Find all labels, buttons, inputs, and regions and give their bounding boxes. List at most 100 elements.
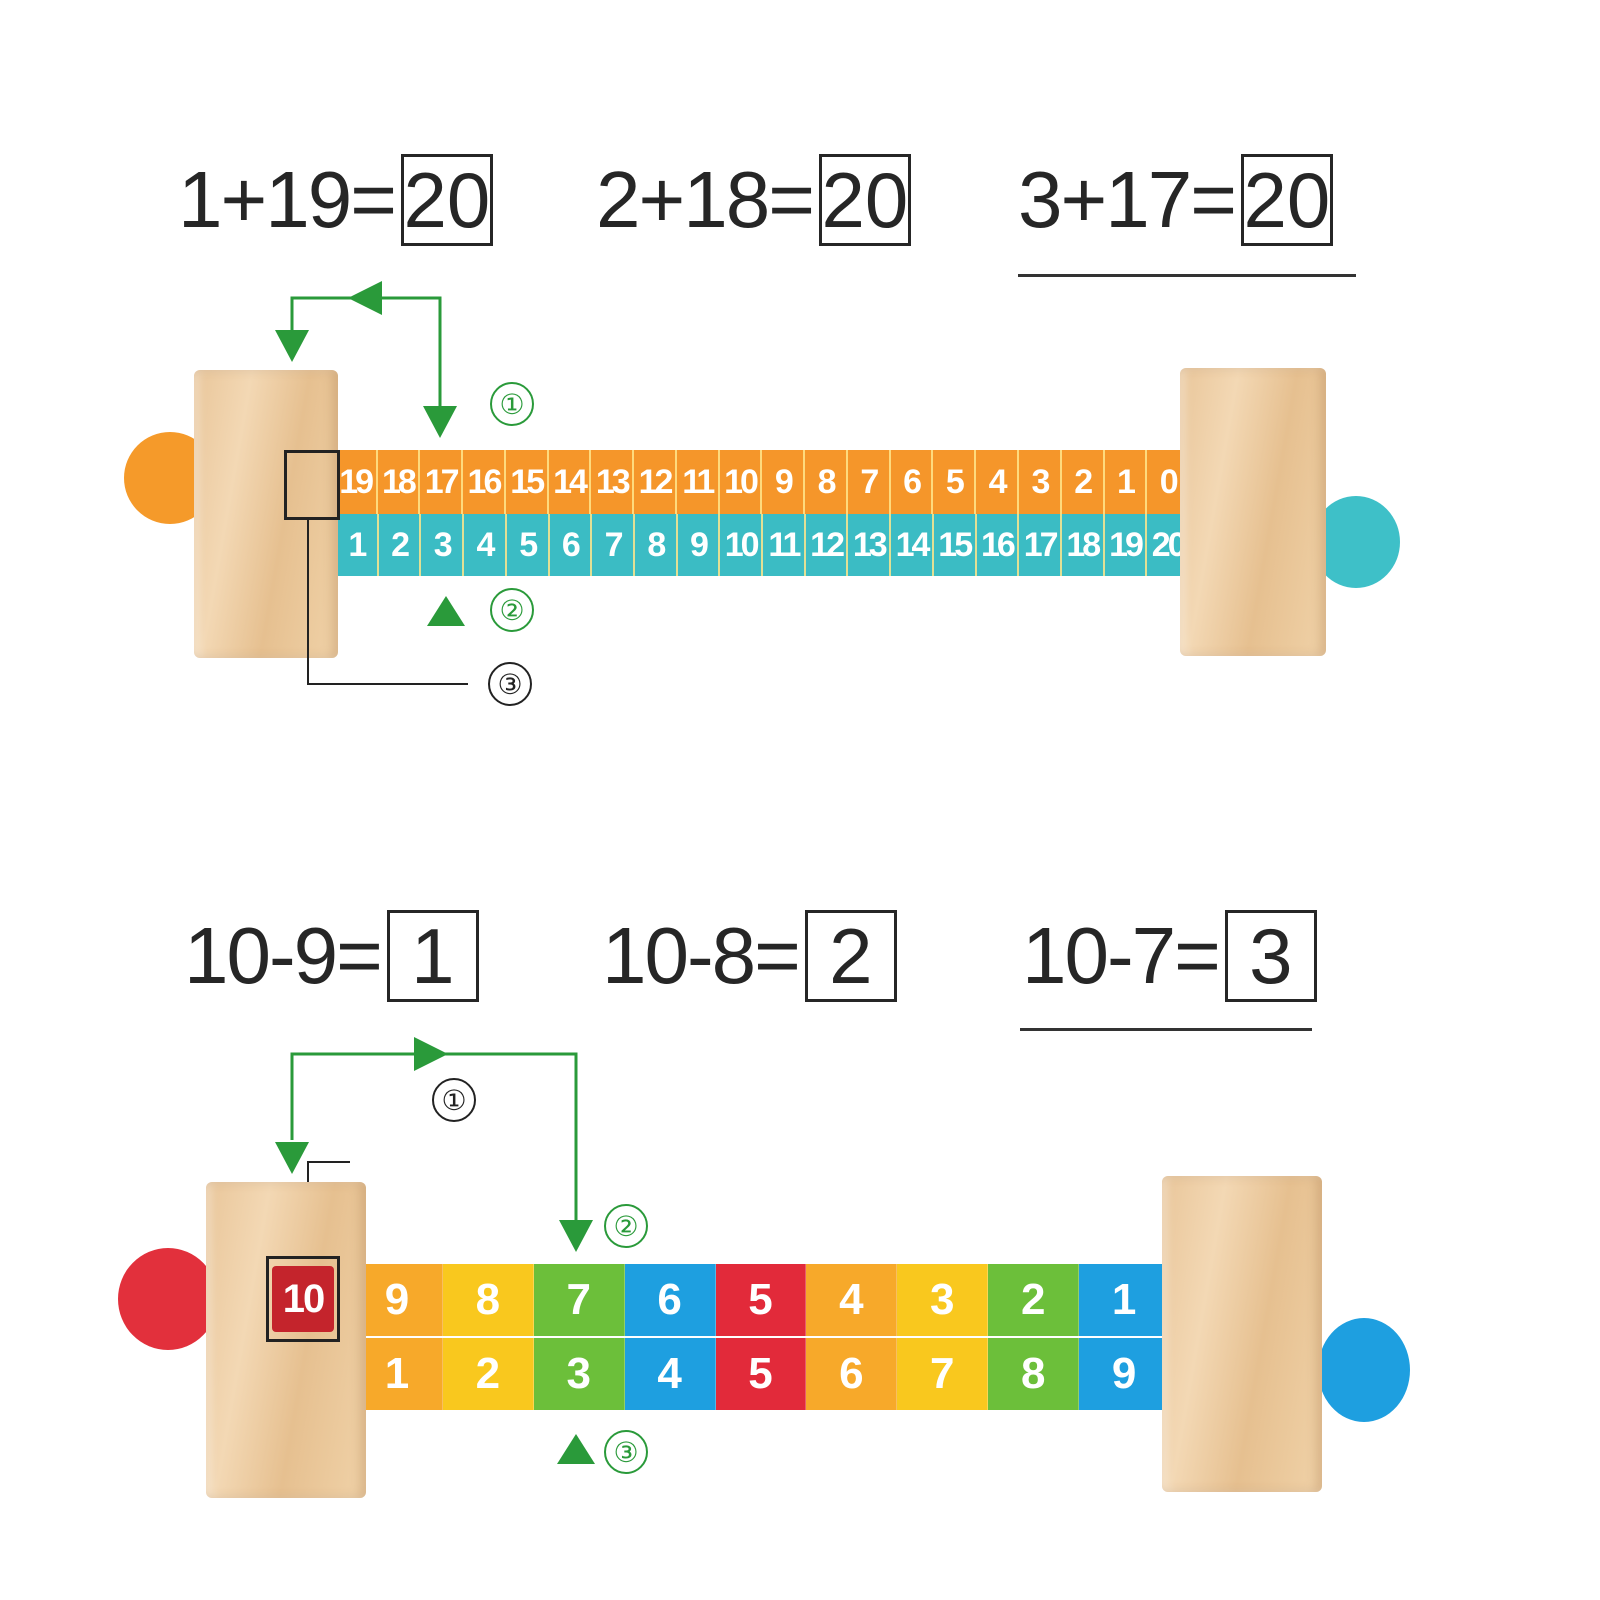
addition-bottom-cell: 15 (934, 514, 977, 576)
subtraction-bottom-cell: 5 (715, 1338, 807, 1410)
addition-bottom-cell: 16 (977, 514, 1020, 576)
step-1-marker: ① (490, 382, 534, 426)
equation-expression: 10-8= (602, 911, 801, 1000)
left-wood-post (194, 370, 338, 658)
subtraction-top-cell: 9 (352, 1264, 443, 1336)
subtraction-top-cell: 7 (533, 1264, 625, 1336)
subtraction-bottom-cell: 4 (624, 1338, 716, 1410)
right-wood-post (1162, 1176, 1322, 1492)
addition-top-cell: 1 (1105, 450, 1148, 514)
addition-top-cell: 13 (591, 450, 635, 514)
addition-top-cell: 14 (549, 450, 592, 514)
subtraction-equation-2: 10-8= 2 (602, 906, 897, 1006)
subtraction-top-cell: 5 (715, 1264, 807, 1336)
equation-expression: 3+17= (1018, 155, 1237, 244)
answer-box: 1 (386, 910, 479, 1002)
addition-top-cell: 7 (848, 450, 891, 514)
addition-bottom-cell: 11 (763, 514, 806, 576)
right-knob-blue[interactable] (1318, 1318, 1410, 1422)
addition-top-cell: 12 (634, 450, 677, 514)
addition-bottom-cell: 13 (848, 514, 892, 576)
answer-box: 2 (804, 910, 897, 1002)
arrow-up-icon (557, 1434, 595, 1464)
arrow-right-icon (414, 1037, 448, 1071)
subtraction-bottom-cell: 9 (1079, 1338, 1171, 1410)
addition-top-cell: 17 (420, 450, 464, 514)
subtraction-top-cell: 2 (988, 1264, 1080, 1336)
subtraction-bottom-cell: 2 (442, 1338, 534, 1410)
subtraction-bottom-cell: 3 (533, 1338, 625, 1410)
addition-bottom-cell: 9 (678, 514, 721, 576)
step-2-marker: ② (490, 588, 534, 632)
addition-bottom-cell: 14 (891, 514, 934, 576)
right-wood-post (1180, 368, 1326, 656)
addition-top-cell: 16 (463, 450, 506, 514)
addition-bottom-cell: 17 (1019, 514, 1062, 576)
addition-top-cell: 18 (378, 450, 421, 514)
addition-top-cell: 11 (677, 450, 720, 514)
subtraction-bottom-cell: 7 (897, 1338, 989, 1410)
step-1-marker: ① (432, 1078, 476, 1122)
addition-top-cell: 10 (720, 450, 763, 514)
equation-expression: 10-9= (184, 911, 383, 1000)
addition-bottom-cell: 5 (507, 514, 550, 576)
arrow-down-icon (423, 406, 457, 438)
answer-box: 3 (1224, 910, 1317, 1002)
addition-equation-2: 2+18= 20 (596, 150, 911, 250)
addition-bottom-cell: 8 (635, 514, 678, 576)
subtraction-top-cell: 6 (624, 1264, 716, 1336)
highlight-block: 10 (272, 1266, 334, 1332)
answer-box: 20 (400, 154, 493, 246)
left-knob-red[interactable] (118, 1248, 218, 1350)
addition-top-cell: 2 (1062, 450, 1105, 514)
step-3-marker: ③ (488, 662, 532, 706)
subtraction-bottom-cell: 8 (988, 1338, 1080, 1410)
arrow-down-icon (559, 1220, 593, 1252)
arrow-down-icon (275, 1142, 309, 1174)
addition-bottom-cell: 1 (336, 514, 379, 576)
selection-frame (266, 1256, 340, 1342)
equation-expression: 1+19= (178, 155, 397, 244)
addition-top-cell: 3 (1019, 450, 1062, 514)
addition-bottom-cell: 7 (592, 514, 635, 576)
addition-bottom-cell: 6 (550, 514, 593, 576)
addition-bottom-cell: 4 (464, 514, 507, 576)
addition-equation-1: 1+19= 20 (178, 150, 493, 250)
addition-bottom-cell: 19 (1105, 514, 1148, 576)
step-2-marker: ② (604, 1204, 648, 1248)
addition-bottom-cell: 18 (1062, 514, 1105, 576)
addition-top-cell: 6 (891, 450, 934, 514)
equation-expression: 10-7= (1022, 911, 1221, 1000)
addition-top-cell: 15 (506, 450, 549, 514)
addition-bottom-cell: 2 (379, 514, 422, 576)
equation-underline (1020, 1028, 1312, 1031)
addition-bottom-cell: 12 (806, 514, 849, 576)
subtraction-top-cell: 1 (1079, 1264, 1171, 1336)
arrow-up-icon (427, 596, 465, 626)
equation-underline (1018, 274, 1356, 277)
addition-top-cell: 9 (762, 450, 806, 514)
addition-equation-3: 3+17= 20 (1018, 150, 1333, 250)
addition-bottom-cell: 3 (421, 514, 465, 576)
selection-frame (284, 450, 340, 520)
addition-bottom-cell: 10 (720, 514, 764, 576)
subtraction-top-cell: 4 (806, 1264, 898, 1336)
equation-expression: 2+18= (596, 155, 815, 244)
answer-box: 20 (1240, 154, 1333, 246)
subtraction-bottom-cell: 1 (352, 1338, 443, 1410)
addition-top-cell: 19 (335, 450, 378, 514)
subtraction-top-cell: 8 (442, 1264, 534, 1336)
answer-box: 20 (818, 154, 911, 246)
subtraction-top-cell: 3 (897, 1264, 989, 1336)
subtraction-equation-3: 10-7= 3 (1022, 906, 1317, 1006)
step-3-marker: ③ (604, 1430, 648, 1474)
arrow-down-icon (275, 330, 309, 362)
addition-top-cell: 4 (976, 450, 1020, 514)
arrow-left-icon (348, 281, 382, 315)
right-knob-teal[interactable] (1312, 496, 1400, 588)
